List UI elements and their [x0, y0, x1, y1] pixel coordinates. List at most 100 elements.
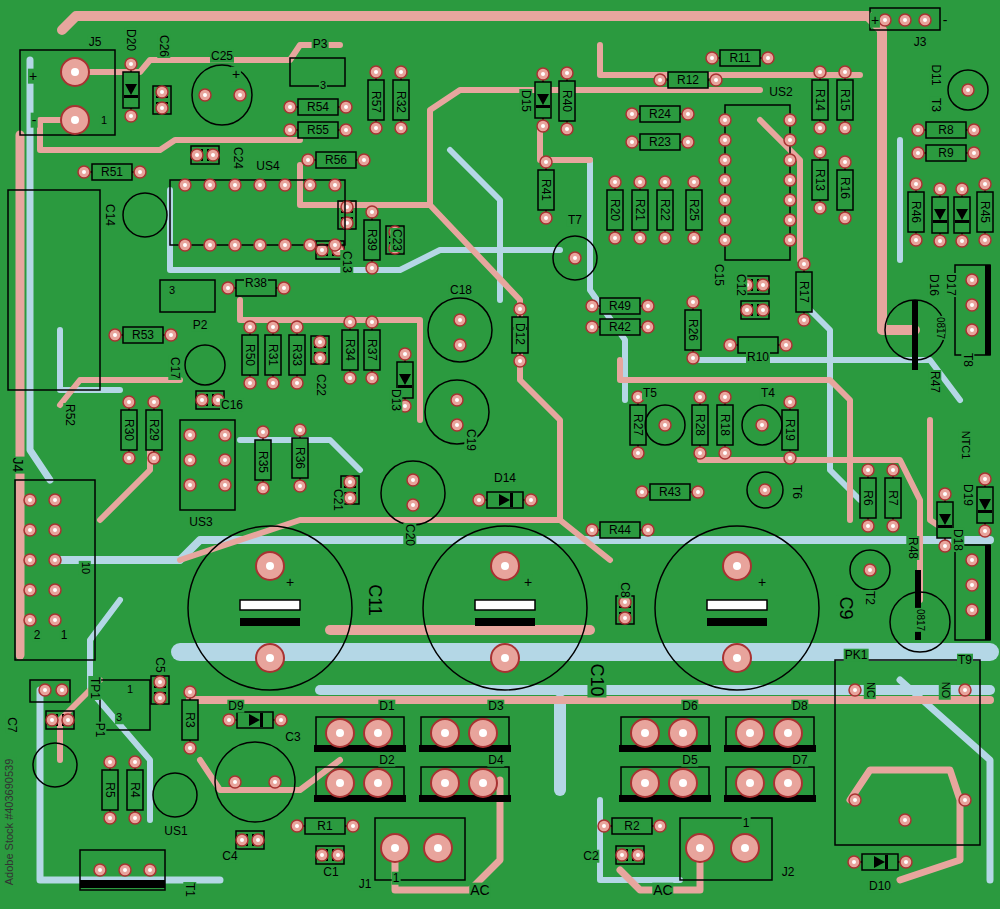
part-label: J1 — [358, 878, 373, 891]
part-label: R36 — [294, 446, 307, 470]
blue-traces — [30, 60, 990, 880]
part-label: R56 — [324, 154, 348, 167]
watermark: Adobe Stock #403690539 — [4, 758, 16, 887]
part-label: 1 — [742, 817, 751, 830]
part-label: C7 — [6, 716, 19, 733]
part-label: 0817 — [935, 316, 946, 340]
part-label: C4 — [221, 850, 238, 863]
part-label: C19 — [465, 428, 478, 452]
part-label: J4 — [11, 457, 26, 474]
part-label: R6 — [862, 489, 875, 506]
part-label: D7 — [791, 754, 808, 767]
pink-traces — [20, 16, 990, 890]
part-label: R23 — [648, 136, 672, 149]
part-label: R5 — [104, 781, 117, 798]
part-label: 3 — [168, 285, 176, 297]
part-label: T5 — [642, 387, 658, 400]
part-label: R47 — [929, 370, 942, 394]
part-label: US3 — [188, 516, 213, 529]
part-label: R35 — [257, 450, 270, 474]
part-label: D16 — [928, 273, 941, 297]
part-label: R42 — [608, 321, 632, 334]
part-label: + — [231, 67, 241, 82]
part-label: T2 — [864, 590, 877, 606]
part-label: D4 — [487, 754, 504, 767]
part-label: R52 — [64, 403, 77, 427]
part-label: C24 — [232, 146, 245, 170]
part-label: + — [870, 13, 880, 28]
part-label: J2 — [781, 866, 796, 879]
part-label: NTC1 — [959, 430, 971, 461]
part-label: R40 — [561, 89, 574, 113]
part-label: R12 — [676, 74, 700, 87]
part-label: R1 — [316, 820, 333, 833]
part-label: D11 — [930, 63, 943, 86]
part-label: D1 — [378, 700, 395, 713]
part-label: R34 — [344, 338, 357, 362]
part-label: 1 — [392, 872, 401, 885]
part-label: C13 — [341, 250, 354, 274]
part-label: R22 — [659, 198, 672, 222]
part-label: PK1 — [844, 649, 869, 662]
part-label: R4 — [129, 781, 142, 798]
part-label: D20 — [125, 28, 138, 52]
part-label: 3 — [115, 712, 123, 724]
part-label: R9 — [937, 147, 954, 160]
part-label: AC — [652, 883, 673, 898]
part-label: T6 — [791, 484, 804, 500]
components — [8, 8, 993, 890]
part-label: R50 — [244, 343, 257, 367]
part-label: T1 — [184, 882, 197, 898]
part-label: D14 — [493, 472, 517, 485]
part-label: J5 — [88, 36, 103, 49]
part-label: C14 — [104, 203, 117, 227]
part-label: 0817 — [915, 608, 926, 632]
part-label: 1 — [60, 629, 69, 642]
part-label: R29 — [148, 418, 161, 442]
part-label: US1 — [163, 825, 188, 838]
part-label: C5 — [154, 656, 167, 673]
part-label: R55 — [306, 124, 330, 137]
part-label: R18 — [719, 413, 732, 437]
part-label: R24 — [648, 108, 672, 121]
part-label: D19 — [962, 483, 975, 507]
part-label: R39 — [366, 228, 379, 252]
part-label: R15 — [839, 88, 852, 112]
part-label: R14 — [814, 88, 827, 112]
part-label: R46 — [910, 200, 923, 224]
part-label: D6 — [681, 700, 698, 713]
part-label: P2 — [192, 319, 209, 332]
part-label: NC — [864, 681, 876, 699]
part-label: R17 — [798, 280, 811, 304]
part-label: T8 — [962, 352, 975, 368]
part-label: - — [942, 13, 949, 28]
part-label: R41 — [540, 178, 553, 202]
part-label: C16 — [220, 399, 244, 412]
part-label: C15 — [713, 263, 726, 287]
part-label: D15 — [520, 89, 533, 113]
part-label: R27 — [632, 413, 645, 437]
part-label: R20 — [609, 198, 622, 222]
part-label: C3 — [284, 731, 301, 744]
part-label: 10 — [79, 561, 91, 575]
part-label: R44 — [608, 524, 632, 537]
part-label: C11 — [366, 583, 385, 617]
part-label: P3 — [312, 38, 329, 51]
part-label: D2 — [378, 754, 395, 767]
part-label: R16 — [839, 176, 852, 200]
part-label: R26 — [687, 318, 700, 342]
part-label: R10 — [746, 351, 770, 364]
part-label: R37 — [366, 338, 379, 362]
part-label: C2 — [582, 850, 599, 863]
part-label: US2 — [768, 86, 793, 99]
part-label: R28 — [694, 413, 707, 437]
part-label: + — [28, 69, 38, 84]
part-label: R30 — [123, 418, 136, 442]
part-label: C23 — [391, 228, 404, 252]
part-label: D17 — [945, 273, 958, 297]
part-label: R3 — [184, 711, 197, 728]
part-label: C18 — [449, 284, 473, 297]
part-label: R2 — [623, 820, 640, 833]
part-label: + — [757, 575, 767, 590]
